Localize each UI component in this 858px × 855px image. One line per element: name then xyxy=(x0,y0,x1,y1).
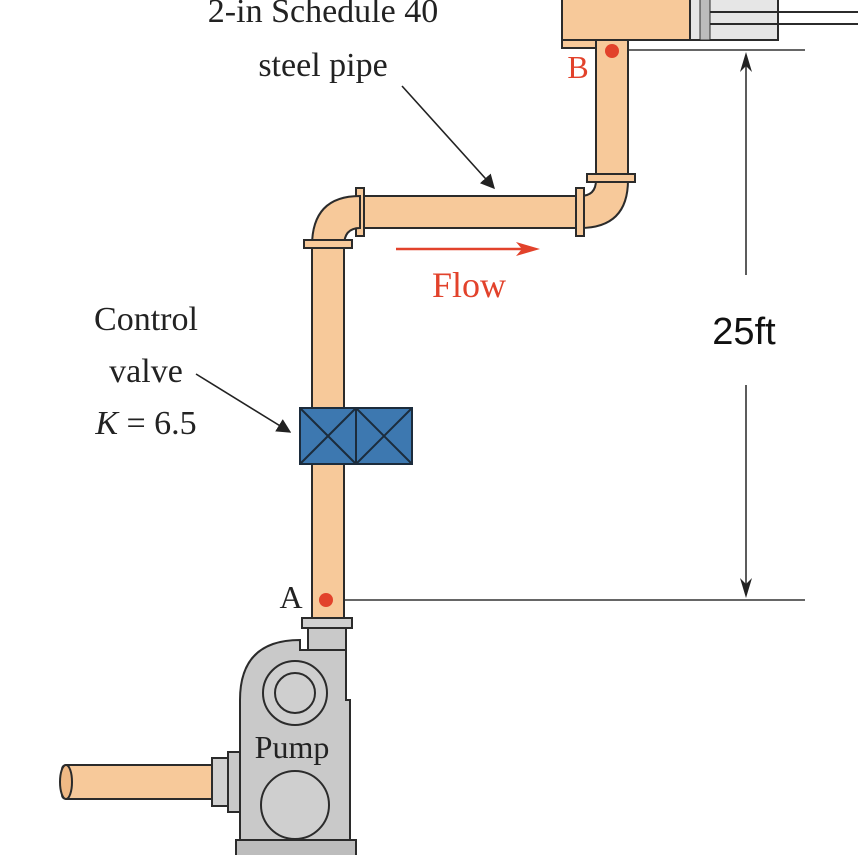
pump-inlet-pipe xyxy=(61,764,221,800)
tank xyxy=(561,0,858,49)
height-dimension xyxy=(740,52,752,598)
valve-leader-line xyxy=(195,373,292,433)
valve-label-line2: valve xyxy=(109,353,183,390)
height-label: 25ft xyxy=(712,311,776,353)
valve-label-line1: Control xyxy=(94,301,198,338)
valve-label-line3: K = 6.5 xyxy=(94,405,196,442)
dimension-arrow-up xyxy=(740,52,752,72)
point-b-marker xyxy=(605,44,619,58)
point-b-label: B xyxy=(567,49,588,85)
pipe-vertical-upper xyxy=(595,39,629,183)
point-a-label: A xyxy=(279,579,302,615)
pump xyxy=(235,638,357,855)
pipe-elbow-upper-right xyxy=(579,179,630,230)
pipe-elbow-upper-left xyxy=(310,194,361,247)
pump-volute xyxy=(260,770,330,840)
pipe-leader-line xyxy=(401,85,495,190)
pump-label: Pump xyxy=(255,729,330,765)
valve-k-value: = 6.5 xyxy=(118,405,197,442)
point-a-marker xyxy=(319,593,333,607)
pipe-label-line1: 2-in Schedule 40 xyxy=(208,0,438,30)
dimension-arrow-down xyxy=(740,578,752,598)
flow-arrowhead xyxy=(516,242,540,256)
flow-label: Flow xyxy=(432,265,506,305)
pipe-label-line2: steel pipe xyxy=(258,47,387,84)
valve-k-symbol: K xyxy=(94,405,120,442)
pipe-horizontal xyxy=(355,195,583,229)
control-valve xyxy=(299,407,413,465)
